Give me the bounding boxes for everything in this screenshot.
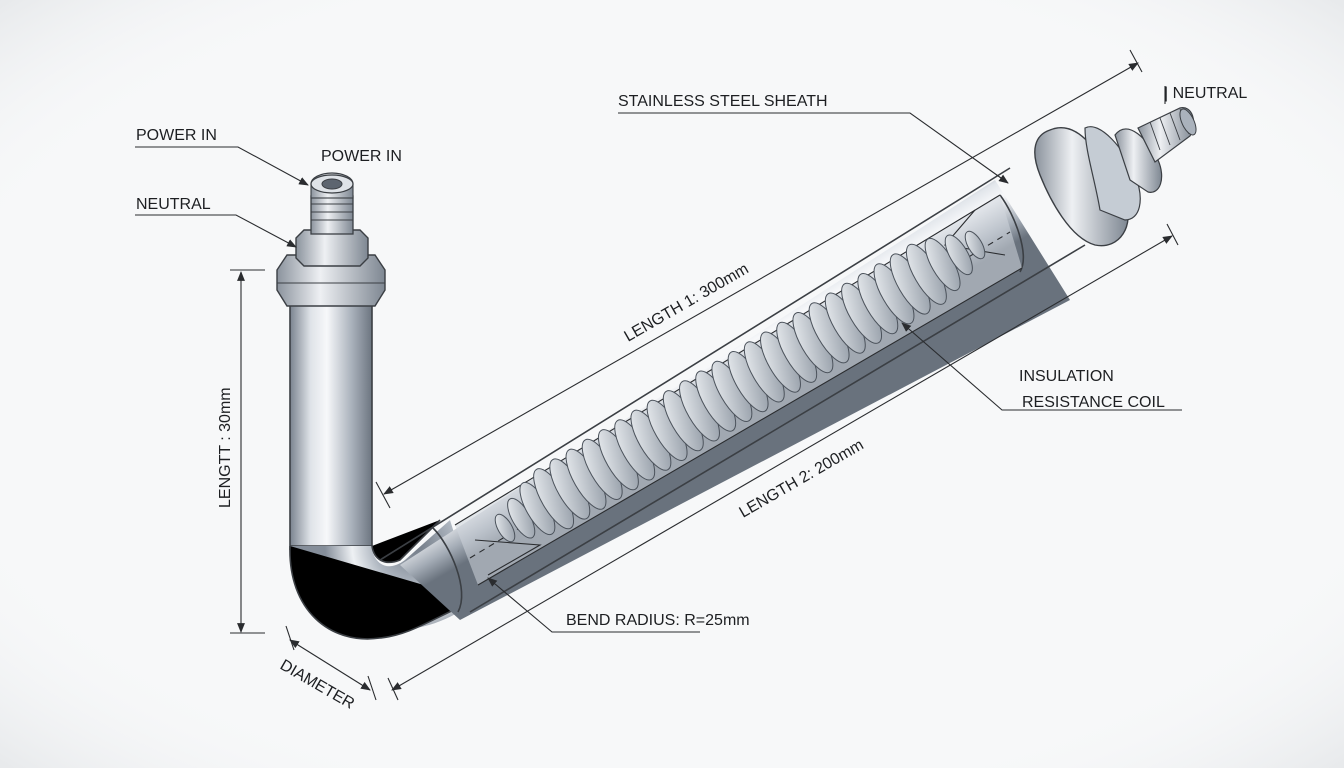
leader-lines	[135, 86, 1182, 633]
sheath-label: STAINLESS STEEL SHEATH	[618, 93, 828, 110]
vertical-length-label: LENGTT : 30mm	[217, 387, 234, 508]
insulation-label: INSULATION	[1019, 368, 1114, 385]
power-in-label-top: POWER IN	[321, 148, 402, 165]
neutral-label-left: NEUTRAL	[136, 196, 211, 213]
neutral-leader	[135, 214, 297, 248]
bend-radius-label: BEND RADIUS: R=25mm	[566, 612, 750, 629]
power-in-label-left: POWER IN	[136, 127, 217, 144]
length2-dimension-line	[391, 235, 1173, 691]
vertical-tube	[289, 306, 373, 550]
diameter-dimension-line	[289, 639, 371, 691]
sheath-leader	[618, 112, 1009, 184]
resistance-coil-label: RESISTANCE COIL	[1022, 394, 1165, 411]
dimension-lines	[230, 49, 1179, 701]
bend-leader	[487, 577, 700, 633]
top-fitting	[276, 172, 386, 307]
neutral-label-right: | NEUTRAL	[1164, 85, 1247, 102]
coil-leader	[901, 322, 1182, 411]
power-in-leader	[135, 146, 309, 186]
